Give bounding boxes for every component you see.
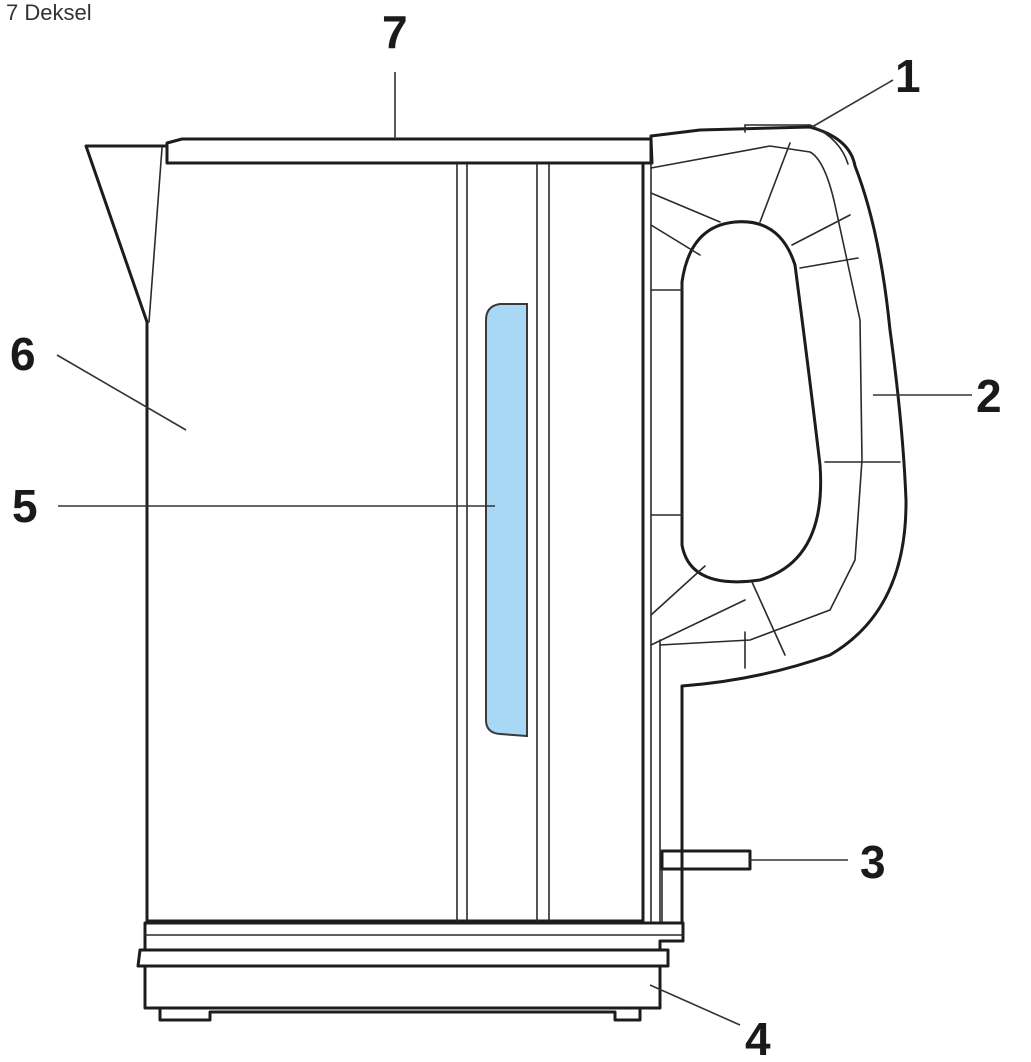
top-caption: 7 Deksel xyxy=(6,0,92,25)
base-rim xyxy=(143,921,685,952)
lid-release-button xyxy=(744,124,849,165)
facet-line-1 xyxy=(650,192,721,223)
facet-line-2 xyxy=(759,142,791,223)
lid-outline xyxy=(165,137,654,165)
handle-seam-band xyxy=(650,145,863,646)
callout-3: 3 xyxy=(860,836,886,888)
kettle-body xyxy=(84,144,645,923)
facet-line-3 xyxy=(650,224,701,256)
leader-6 xyxy=(56,354,187,431)
facet-line-11 xyxy=(751,581,786,656)
callout-1: 1 xyxy=(895,50,921,102)
callout-4: 4 xyxy=(745,1013,771,1062)
callout-7: 7 xyxy=(382,6,408,58)
callout-2: 2 xyxy=(976,370,1002,422)
leader-4 xyxy=(649,984,741,1026)
handle-outline xyxy=(649,125,908,923)
facet-line-10 xyxy=(650,599,746,646)
base-plate xyxy=(136,948,670,968)
callout-labels: 1 2 3 4 5 6 7 xyxy=(10,6,1002,1062)
lid xyxy=(165,137,654,165)
callout-6: 6 xyxy=(10,328,36,380)
spout-edge xyxy=(148,147,163,323)
leader-lines xyxy=(56,72,972,1026)
leader-1 xyxy=(811,79,894,128)
body-outline xyxy=(84,144,645,923)
facet-line-4 xyxy=(791,214,851,246)
callout-5: 5 xyxy=(12,480,38,532)
power-base xyxy=(136,921,685,1022)
base-lower xyxy=(143,964,662,1010)
handle-grip-hole xyxy=(680,220,823,584)
water-level-window xyxy=(485,303,528,738)
base-feet xyxy=(158,1006,642,1022)
facet-line-9 xyxy=(650,565,706,616)
on-off-switch xyxy=(660,849,752,922)
facet-line-5 xyxy=(799,257,859,269)
switch-lever xyxy=(660,849,752,871)
handle xyxy=(649,124,908,923)
